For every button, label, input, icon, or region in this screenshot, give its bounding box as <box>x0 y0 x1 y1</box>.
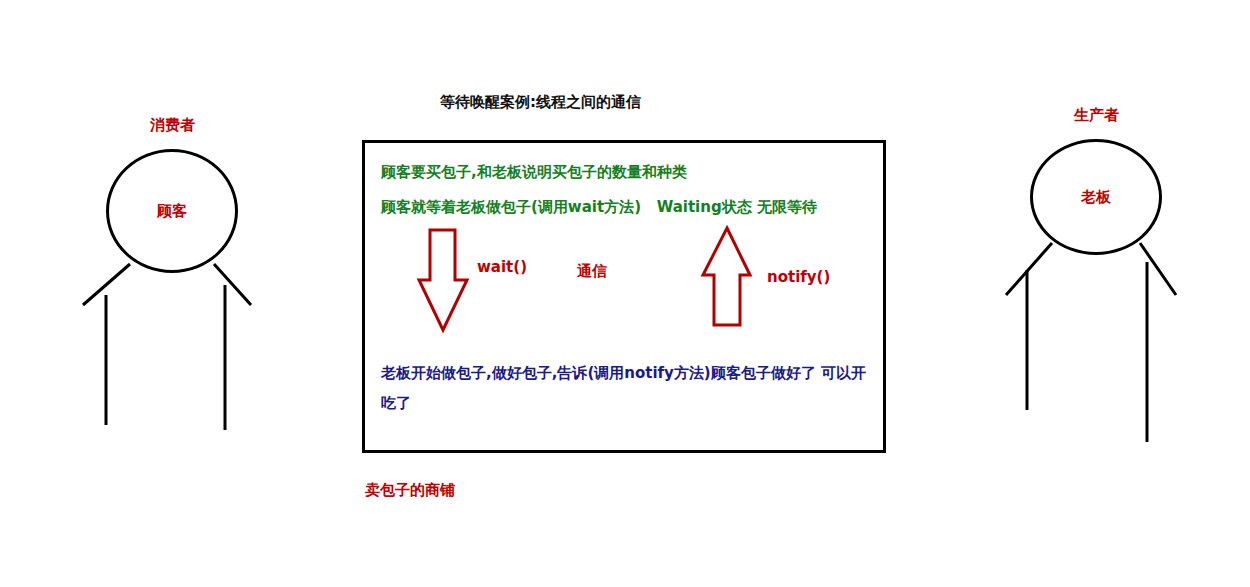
step-text: 顾客就等着老板做包子(调用wait方法) Waiting状态 无限等待 <box>381 198 817 217</box>
stick-figure-right <box>1006 243 1176 442</box>
arrow-label: 通信 <box>577 262 607 281</box>
person-name: 顾客 <box>157 202 187 221</box>
stick-figure-left <box>83 264 251 430</box>
leg <box>224 285 227 430</box>
down-arrow <box>419 230 467 330</box>
person-name: 老板 <box>1081 188 1111 207</box>
shop-box: 顾客要买包子,和老板说明买包子的数量和种类顾客就等着老板做包子(调用wait方法… <box>362 140 886 453</box>
role-heading: 消费者 <box>79 116 265 135</box>
up-arrow <box>703 228 750 325</box>
diagram-title: 等待唤醒案例:线程之间的通信 <box>440 93 641 112</box>
leg <box>1026 270 1029 410</box>
arrow-label: notify() <box>767 268 830 286</box>
arrow-label: wait() <box>477 258 527 276</box>
person-head: 消费者顾客 <box>106 149 238 273</box>
arm <box>1006 243 1052 295</box>
step-text: 老板开始做包子,做好包子,告诉(调用notify方法)顾客包子做好了 可以开吃了 <box>381 358 871 418</box>
box-caption: 卖包子的商铺 <box>365 481 455 500</box>
arm <box>214 264 251 305</box>
arm <box>1140 243 1176 295</box>
leg <box>105 295 108 425</box>
leg <box>1146 262 1149 442</box>
person-head: 生产者老板 <box>1030 139 1162 255</box>
step-text: 顾客要买包子,和老板说明买包子的数量和种类 <box>381 163 687 182</box>
role-heading: 生产者 <box>1003 106 1189 125</box>
